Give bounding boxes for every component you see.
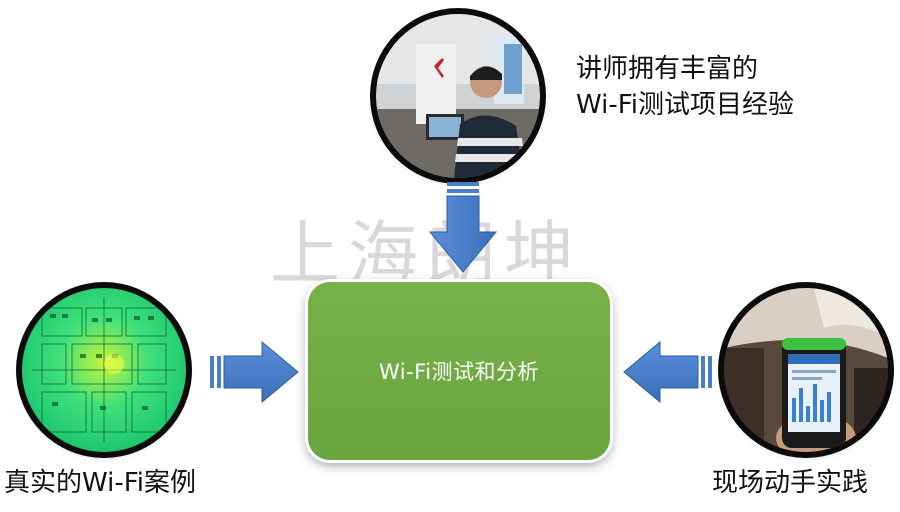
wifi-case-caption: 真实的Wi-Fi案例: [4, 468, 197, 498]
hands-on-caption: 现场动手实践: [712, 468, 869, 498]
instructor-caption-line2: Wi-Fi测试项目经验: [576, 90, 795, 120]
instructor-photo-illustration: [376, 14, 540, 178]
wifi-heatmap-illustration: [22, 288, 186, 452]
instructor-photo: [376, 14, 540, 178]
watermark-text: 上海朗坤: [270, 213, 582, 295]
center-box-label: Wi-Fi测试和分析: [378, 360, 540, 384]
arrow-left-icon: [623, 340, 712, 404]
handheld-tester-illustration: [724, 288, 888, 452]
handheld-tester-photo: [724, 288, 888, 452]
instructor-caption-line1: 讲师拥有丰富的: [576, 54, 759, 84]
wifi-test-analysis-box: Wi-Fi测试和分析: [308, 282, 610, 460]
arrow-right-icon: [210, 340, 299, 404]
wifi-heatmap-image: [22, 288, 186, 452]
arrow-down-icon: [428, 182, 498, 273]
